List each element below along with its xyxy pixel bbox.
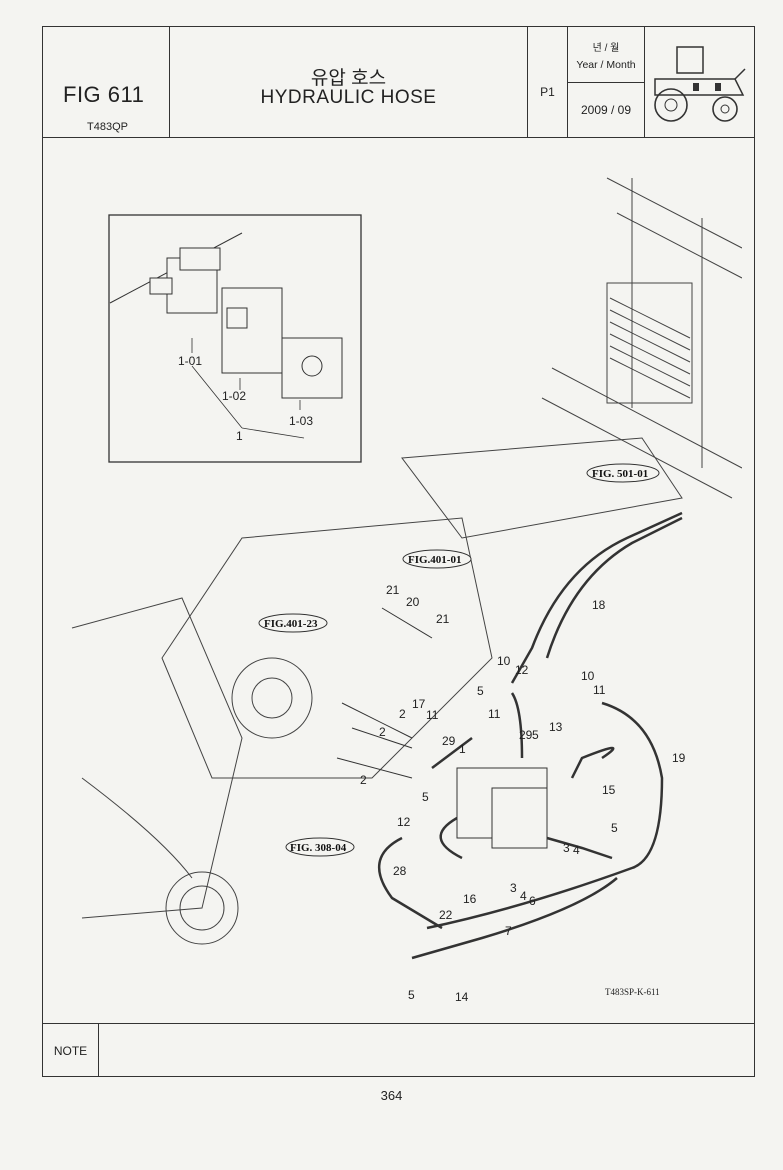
inset-label-1-02: 1-02 [222,389,246,403]
inset-label-1-01: 1-01 [178,354,202,368]
inset-label-1-03: 1-03 [289,414,313,428]
part-label: 6 [529,894,536,908]
part-label: 11 [488,707,501,721]
part-label: 28 [393,864,407,878]
part-label: 2 [360,773,367,787]
transmission-illustration [71,517,493,945]
part-label: 16 [463,892,477,906]
inset-label-1: 1 [236,429,243,443]
page-number: 364 [380,1088,403,1103]
part-label: 3 [510,881,517,895]
part-label: 29 [519,728,533,742]
issue-date: 2009 / 09 [580,103,632,117]
fig-ref-308-04-bubble [285,837,355,857]
tractor-icon [654,46,746,122]
part-label: 10 [581,669,595,683]
part-label: 19 [672,751,686,765]
hydraulic-hose-diagram: 1-01 1-02 1 1-03 [71,177,742,1004]
fig-number: FIG 611 [63,82,145,107]
inset-leaders [191,338,305,439]
page-frame: FIG 611 T483QP 유압 호스 HYDRAULIC HOSE P1 년… [42,26,755,1077]
year-month-korean: 년 / 월 [592,43,620,54]
title-korean: 유압 호스 [310,68,387,89]
part-label: 7 [505,924,512,938]
part-label: 5 [422,790,429,804]
part-label: 12 [515,663,529,677]
part-label: 3 [563,841,570,855]
fig-ref-501-01: FIG. 501-01 [592,468,648,480]
date-cell: 년 / 월 Year / Month 2009 / 09 [568,27,645,137]
fig-ref-401-23: FIG.401-23 [264,618,318,630]
header: FIG 611 T483QP 유압 호스 HYDRAULIC HOSE P1 년… [43,27,754,138]
fig-ref-401-23-bubble [258,613,328,633]
part-label: 11 [593,683,606,697]
tie-rods [336,607,433,779]
note-row: NOTE [43,1023,754,1077]
fig-ref-501-01-bubble [586,463,660,483]
fig-ref-308-04: FIG. 308-04 [290,842,347,854]
part-label: 5 [408,988,415,1002]
part-label: 21 [386,583,400,597]
part-label: 4 [520,889,527,903]
part-label: 21 [436,612,450,626]
fig-ref-401-01-bubble [402,549,472,569]
part-label: 13 [549,720,563,734]
drawing-code: T483SP-K-611 [605,987,660,997]
part-label: 2 [399,707,406,721]
part-label: 15 [602,783,616,797]
part-label: 2 [379,725,386,739]
part-label: 20 [406,595,420,609]
part-label: 4 [573,843,580,857]
inset-box [108,214,362,463]
part-label: 10 [497,654,511,668]
part-label: 5 [611,821,618,835]
fig-cell: FIG 611 T483QP [43,27,170,137]
part-label: 22 [439,908,453,922]
fig-ref-401-01: FIG.401-01 [408,554,461,566]
part-label: 17 [412,697,426,711]
oil-cooler-illustration [606,282,693,404]
part-label: 5 [532,728,539,742]
part-label: 5 [477,684,484,698]
page-code-cell: P1 [528,27,568,137]
part-label: 29 [442,734,456,748]
part-label: 14 [455,990,469,1004]
part-label: 18 [592,598,606,612]
chassis-frame-illustration [401,177,742,539]
control-valve-illustration [456,767,548,849]
hose-routing [377,511,683,960]
part-label: 1 [459,742,466,756]
part-label: 12 [397,815,411,829]
page-code: P1 [540,85,555,99]
model-code: T483QP [87,121,128,133]
title-cell: 유압 호스 HYDRAULIC HOSE [170,27,528,137]
note-label: NOTE [43,1024,99,1077]
year-month-label: Year / Month [576,59,636,71]
valve-assembly-illustration [109,232,343,399]
date-divider [568,82,644,83]
title-english: HYDRAULIC HOSE [260,87,437,108]
part-label: 11 [426,708,439,722]
